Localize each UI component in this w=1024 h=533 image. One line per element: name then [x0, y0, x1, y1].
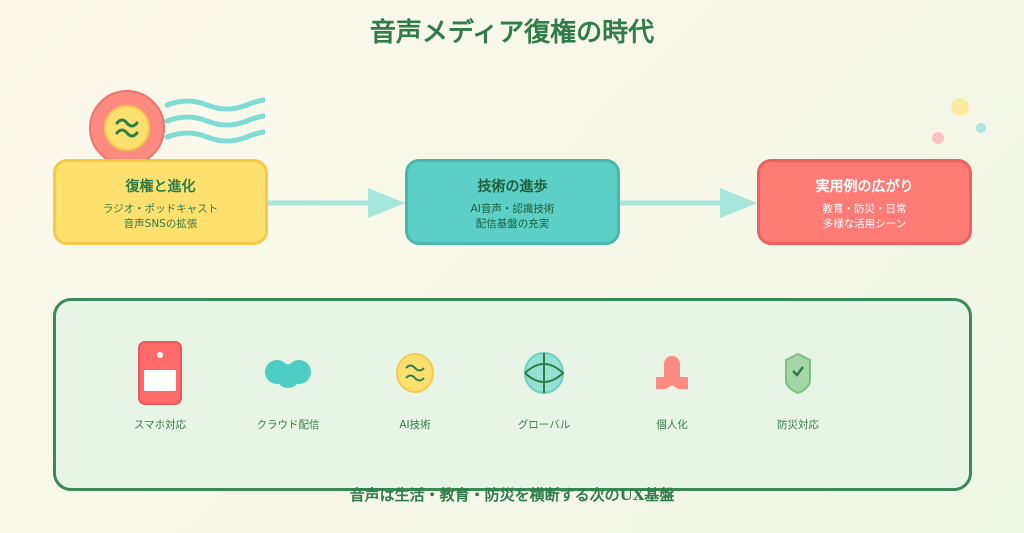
feature-cloud: クラウド配信: [228, 338, 348, 432]
footer-tagline: 音声は生活・教育・防災を横断する次のUX基盤: [349, 486, 675, 504]
step-line: AI音声・認識技術: [470, 203, 555, 215]
step-line: ラジオ・ポッドキャスト: [102, 203, 219, 215]
step-card-use-cases: 実用例の広がり 教育・防災・日常 多様な活用シーン: [757, 159, 972, 245]
step-line: 音声SNSの拡張: [123, 218, 198, 230]
step-title: 技術の進歩: [477, 179, 548, 195]
feature-global: グローバル: [484, 338, 604, 432]
feature-personalization: 個人化: [612, 338, 732, 432]
feature-label: グローバル: [517, 419, 571, 431]
feature-ai: AI技術: [355, 338, 475, 432]
step-card-technology: 技術の進歩 AI音声・認識技術 配信基盤の充実: [405, 159, 620, 245]
feature-label: クラウド配信: [256, 419, 320, 431]
feature-label: スマホ対応: [133, 419, 187, 431]
step-card-revival: 復権と進化 ラジオ・ポッドキャスト 音声SNSの拡張: [53, 159, 268, 245]
cloud-icon: [265, 360, 311, 388]
person-icon: [656, 356, 688, 389]
decor-dot: [951, 98, 969, 116]
step-title: 実用例の広がり: [815, 179, 914, 195]
decor-dot: [932, 132, 944, 144]
step-line: 配信基盤の充実: [475, 218, 550, 230]
step-line: 多様な活用シーン: [822, 218, 907, 230]
page-title: 音声メディア復権の時代: [369, 18, 655, 48]
step-line: 教育・防災・日常: [822, 203, 907, 215]
features-panel: [53, 298, 972, 491]
sound-wave-emblem: [89, 90, 265, 166]
feature-label: AI技術: [399, 419, 431, 431]
decor-dot: [976, 123, 986, 133]
ai-wave-icon: [396, 353, 434, 393]
smartphone-icon: [138, 341, 182, 405]
feature-smartphone: スマホ対応: [100, 338, 220, 432]
flow-arrows: [268, 188, 757, 218]
globe-icon: [524, 352, 565, 394]
feature-label: 個人化: [656, 419, 688, 431]
feature-label: 防災対応: [777, 419, 819, 431]
feature-disaster-prevention: 防災対応: [738, 338, 858, 432]
shield-check-icon: [785, 352, 811, 394]
step-title: 復権と進化: [125, 179, 196, 195]
